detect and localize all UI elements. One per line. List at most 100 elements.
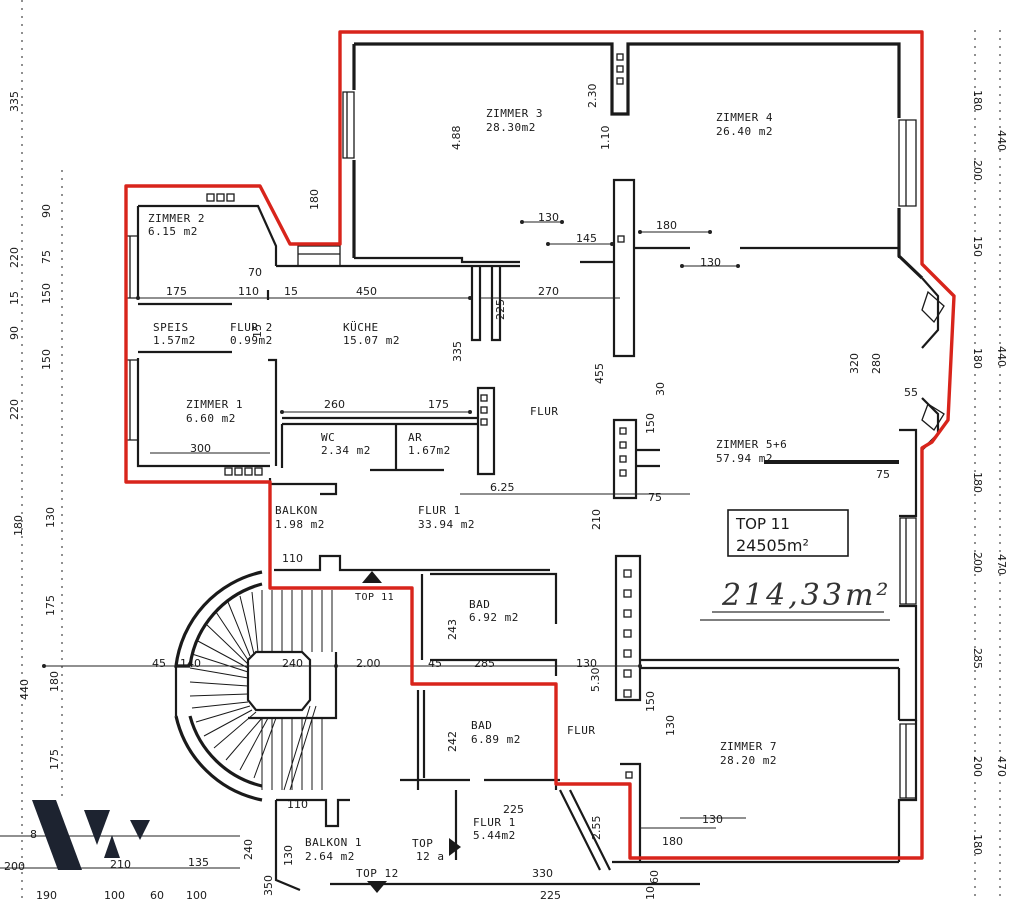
svg-text:60: 60 [648,870,661,884]
dimension-ticks [42,220,740,668]
svg-text:440: 440 [18,679,31,700]
svg-text:130: 130 [282,845,295,866]
svg-text:175: 175 [428,398,449,411]
unit-summary-title: TOP 11 [735,515,790,533]
svg-text:5.30: 5.30 [589,668,602,693]
svg-text:200: 200 [971,160,984,181]
svg-text:285: 285 [474,657,495,670]
room-ar-name: AR [408,431,422,444]
svg-text:4.88: 4.88 [450,126,463,151]
room-kueche-name: KÜCHE [343,321,379,334]
svg-text:45: 45 [428,657,442,670]
svg-text:225: 225 [540,889,561,901]
room-speis-name: SPEIS [153,321,189,334]
room-zimmer2-name: ZIMMER 2 [148,212,205,225]
svg-text:440: 440 [995,130,1008,151]
room-flur2-name: FLUR 2 [230,321,273,334]
room-flur2-area: 0.99m2 [230,334,273,347]
room-zimmer1-name: ZIMMER 1 [186,398,243,411]
svg-text:75: 75 [40,250,53,264]
room-zimmer3-name: ZIMMER 3 [486,107,543,120]
svg-text:15: 15 [284,285,298,298]
svg-text:470: 470 [995,756,1008,777]
svg-text:70: 70 [248,266,262,279]
room-bad-upper-name: BAD [469,598,490,611]
room-balkon-area: 1.98 m2 [275,518,325,531]
svg-text:2.00: 2.00 [356,657,381,670]
svg-text:130: 130 [702,813,723,826]
svg-text:130: 130 [538,211,559,224]
svg-text:6.25: 6.25 [490,481,515,494]
room-wc-name: WC [321,431,335,444]
svg-text:200: 200 [971,756,984,777]
svg-text:110: 110 [287,798,308,811]
room-zimmer4-area: 26.40 m2 [716,125,773,138]
staircase [174,570,338,802]
svg-text:130: 130 [700,256,721,269]
svg-text:130: 130 [664,715,677,736]
svg-text:75: 75 [648,491,662,504]
svg-text:285: 285 [971,648,984,669]
entrance-marker-top11 [362,571,382,583]
svg-text:450: 450 [356,285,377,298]
svg-text:145: 145 [576,232,597,245]
room-flur-name: FLUR [530,405,559,418]
unit-outline-top11 [124,30,956,860]
unit-marker-12a: 12 a [416,850,445,863]
svg-text:75: 75 [876,468,890,481]
svg-text:2.55: 2.55 [590,816,603,841]
svg-text:200: 200 [4,860,25,873]
svg-text:15: 15 [8,291,21,305]
entrance-marker-top12a [449,838,461,856]
unit-marker-top11: TOP 11 [355,592,394,603]
svg-text:140: 140 [180,657,201,670]
unit-summary-area: 24505m² [736,536,809,555]
svg-text:260: 260 [324,398,345,411]
svg-text:210: 210 [590,509,603,530]
room-zimmer4-name: ZIMMER 4 [716,111,773,124]
room-zimmer3-area: 28.30m2 [486,121,536,134]
svg-text:45: 45 [152,657,166,670]
svg-text:180: 180 [48,671,61,692]
svg-text:335: 335 [451,341,464,362]
svg-text:180: 180 [971,90,984,111]
svg-text:135: 135 [188,856,209,869]
unit-summary-box: TOP 11 24505m² [727,509,849,557]
room-speis-area: 1.57m2 [153,334,196,347]
unit-marker-top12: TOP 12 [356,867,399,880]
svg-text:240: 240 [282,657,303,670]
svg-text:350: 350 [262,875,275,896]
room-flur1-lower-area: 5.44m2 [473,829,516,842]
room-flur1-lower-name: FLUR 1 [473,816,516,829]
room-zimmer2-area: 6.15 m2 [148,225,198,238]
handwritten-area-note: 214,33m² [700,578,890,621]
svg-text:440: 440 [995,346,1008,367]
room-flur-lower-name: FLUR [567,724,596,737]
svg-text:225: 225 [503,803,524,816]
room-zimmer1-area: 6.60 m2 [186,412,236,425]
svg-text:180: 180 [656,219,677,232]
svg-text:220: 220 [8,399,21,420]
svg-text:150: 150 [40,349,53,370]
svg-text:175: 175 [48,749,61,770]
svg-text:110: 110 [282,552,303,565]
svg-text:15: 15 [251,324,264,338]
svg-text:100: 100 [186,889,207,901]
walls [136,42,940,892]
room-kueche-area: 15.07 m2 [343,334,400,347]
room-bad-lower-area: 6.89 m2 [471,733,521,746]
room-balkon1-area: 2.64 m2 [305,850,355,863]
svg-text:8: 8 [30,828,37,841]
room-flur1-name: FLUR 1 [418,504,461,517]
svg-text:320: 320 [848,353,861,374]
room-zimmer56-area: 57.94 m2 [716,452,773,465]
room-zimmer7-area: 28.20 m2 [720,754,777,767]
svg-text:55: 55 [904,386,918,399]
svg-text:10: 10 [644,886,657,900]
svg-text:175: 175 [166,285,187,298]
svg-text:180: 180 [662,835,683,848]
svg-text:225: 225 [494,299,507,320]
svg-text:180: 180 [971,472,984,493]
svg-text:1.10: 1.10 [599,126,612,151]
